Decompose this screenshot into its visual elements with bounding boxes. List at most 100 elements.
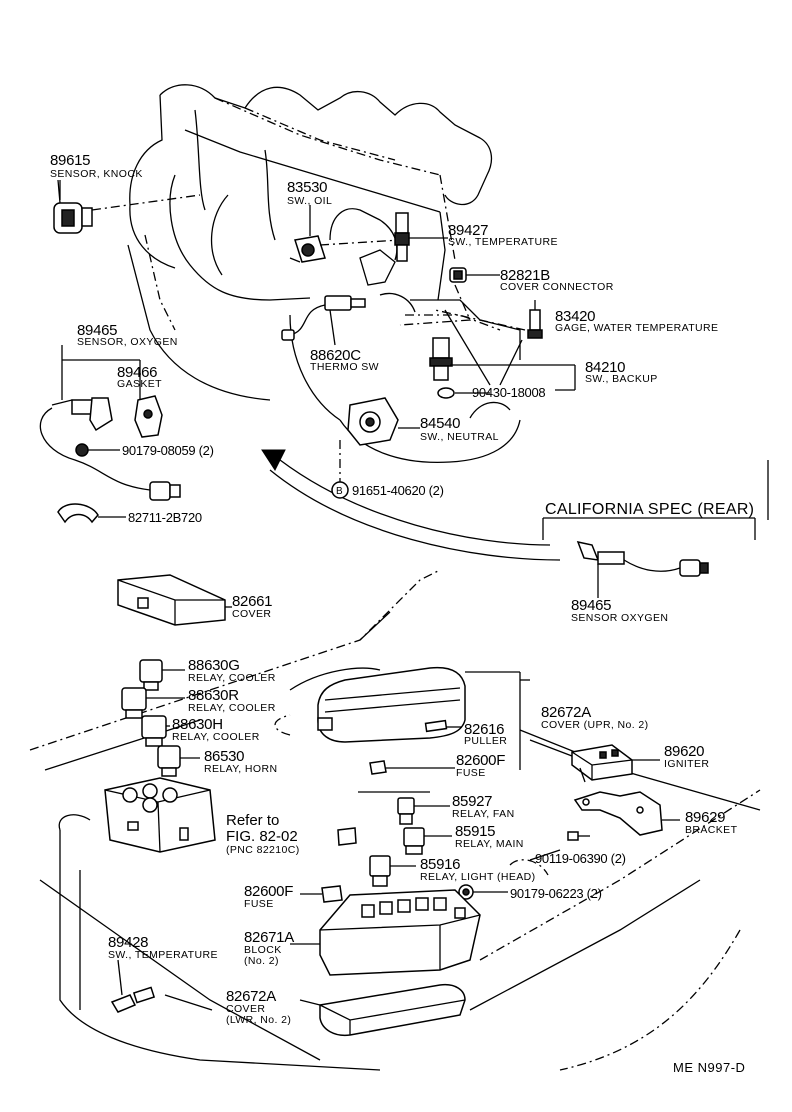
label-89620-number: 89620 [664,743,704,760]
label-89615-number: 89615 [50,152,90,169]
headlight-relay-icon [369,855,416,887]
refer-line1: Refer to [226,812,279,829]
label-89428-number: 89428 [108,934,148,951]
label-89620-desc: IGNITER [664,758,709,770]
label-90179b-number: 90179-06223 (2) [510,886,602,901]
label-82672Ab-desc2: (LWR, No. 2) [226,1014,291,1026]
nut-icon [458,859,549,900]
label-89466-number: 89466 [117,364,157,381]
label-89428-desc: SW., TEMPERATURE [108,949,218,961]
label-82600Fb-number: 82600F [244,883,293,900]
label-86530-number: 86530 [204,748,244,765]
label-85927-desc: RELAY, FAN [452,808,515,820]
label-85916-desc: RELAY, LIGHT (HEAD) [420,871,536,883]
label-89465-desc: SENSOR, OXYGEN [77,336,178,348]
neutral-switch-icon [331,397,420,499]
label-91651-number: 91651-40620 (2) [352,483,444,498]
label-82600Fa-desc: FUSE [456,767,486,779]
label-90430-number: 90430-18008 [472,385,545,400]
refer-line2: FIG. 82-02 [226,828,298,845]
bolt-icon [529,831,590,861]
fuse-icon [369,760,455,775]
label-89465b-desc: SENSOR OXYGEN [571,612,668,624]
part-labels: 89615 SENSOR, KNOCK 83530 SW., OIL 89427… [50,152,754,1075]
label-82672Ab-number: 82672A [226,988,276,1005]
clip-icon [57,503,126,524]
label-82821B-number: 82821B [500,267,550,284]
label-89615-desc: SENSOR, KNOCK [50,168,143,180]
cover-connector-icon [399,267,500,326]
label-89427-desc: SW., TEMPERATURE [448,236,558,248]
fan-relay-icon [397,797,450,825]
label-82616-number: 82616 [464,721,504,738]
bolt-marker: B [336,486,343,497]
igniter-icon [571,744,660,783]
refer-connector-icon [337,827,357,846]
label-89465b-number: 89465 [571,597,611,614]
knock-sensor-icon [53,179,201,234]
label-89466-desc: GASKET [117,378,162,390]
label-82671A-desc2: (No. 2) [244,955,279,967]
relay-88630H-icon [141,715,170,747]
label-82600Fa-number: 82600F [456,752,505,769]
label-88620C-desc: THERMO SW [310,361,379,373]
label-84540-number: 84540 [420,415,460,432]
figure-code: ME N997-D [673,1060,745,1075]
label-90119-number: 90119-06390 (2) [535,851,626,866]
label-89629-desc: BRACKET [685,824,738,836]
temperature-switch-icon [394,212,448,262]
label-82671A-desc: BLOCK [244,944,282,956]
fuse-block-icon [290,889,481,976]
label-82661-desc: COVER [232,608,271,620]
relay-block-icon [104,777,216,853]
label-88630H-desc: RELAY, COOLER [172,731,260,743]
gasket-icon [134,395,163,438]
lower-body-outline [29,460,769,1071]
label-83530-number: 83530 [287,179,327,196]
label-88630G-desc: RELAY, COOLER [188,672,276,684]
label-89465-number: 89465 [77,322,117,339]
water-temp-gage-icon [434,300,543,339]
label-82711-number: 82711-2B720 [128,510,202,525]
label-88620C-number: 88620C [310,347,361,364]
label-82821B-desc: COVER CONNECTOR [500,281,614,293]
oxygen-sensor-icon [39,345,181,501]
label-86530-desc: RELAY, HORN [204,763,277,775]
refer-line3: (PNC 82210C) [226,844,300,856]
label-82616-desc: PULLER [464,735,507,747]
california-oxygen-sensor-icon [542,517,756,598]
label-90179a-number: 90179-08059 (2) [122,443,214,458]
label-85916-number: 85916 [420,856,460,873]
label-82661-number: 82661 [232,593,272,610]
label-84210-desc: SW., BACKUP [585,373,658,385]
temp-switch-89428-icon [110,959,156,1013]
label-83420-desc: GAGE, WATER TEMPERATURE [555,322,718,334]
label-89427-number: 89427 [448,222,488,239]
thermo-switch-icon [281,295,366,346]
relay-88630R-icon [121,687,185,719]
label-88630G-number: 88630G [188,657,240,674]
relay-88630G-icon [139,659,185,691]
label-83420-number: 83420 [555,308,595,325]
label-82672A-desc: COVER (UPR, No. 2) [541,719,649,731]
fuse-lower-icon [300,885,343,903]
label-88630R-number: 88630R [188,687,239,704]
leader-lines [59,180,573,1011]
label-85915-number: 85915 [455,823,495,840]
label-82672A-number: 82672A [541,704,591,721]
puller-icon [424,719,462,733]
label-82671A-number: 82671A [244,929,294,946]
lower-cover-icon [299,983,466,1037]
label-84210-number: 84210 [585,359,625,376]
california-heading: CALIFORNIA SPEC (REAR) [545,501,754,518]
label-85927-number: 85927 [452,793,492,810]
relay-86530-icon [157,745,200,777]
oil-switch-icon [289,205,401,263]
bracket-icon [573,791,680,836]
label-85915-desc: RELAY, MAIN [455,838,524,850]
label-83530-desc: SW., OIL [287,195,332,207]
label-88630R-desc: RELAY, COOLER [188,702,276,714]
label-82600Fb-desc: FUSE [244,898,274,910]
